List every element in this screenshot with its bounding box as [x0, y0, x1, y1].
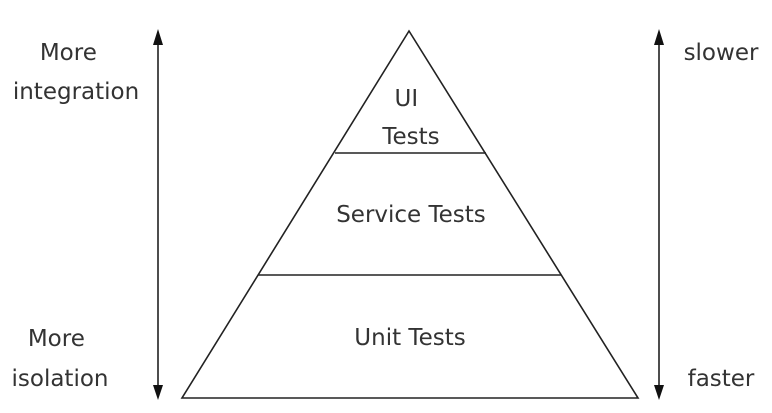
right-axis: slower faster	[654, 29, 759, 400]
left-axis-bottom-label-line-1: More	[28, 326, 85, 352]
left-axis-up-arrowhead	[153, 29, 163, 45]
right-axis-top-label: slower	[684, 40, 759, 66]
pyramid-outline	[180, 29, 640, 399]
pyramid-top-tier-line-1: UI	[395, 86, 419, 112]
pyramid-middle-tier-label: Service Tests	[336, 202, 486, 228]
pyramid-bottom-tier-label: Unit Tests	[354, 325, 465, 351]
pyramid-top-tier-line-2: Tests	[381, 124, 439, 150]
left-axis-top-label-line-2: integration	[13, 79, 139, 105]
left-axis-bottom-label-line-2: isolation	[12, 366, 109, 392]
left-axis-bottom-label: More isolation	[12, 326, 109, 392]
left-axis-top-label: More integration	[13, 40, 139, 105]
right-axis-bottom-label: faster	[688, 366, 755, 392]
right-axis-down-arrowhead	[654, 385, 664, 400]
left-axis-down-arrowhead	[153, 385, 163, 400]
left-axis-top-label-line-1: More	[40, 40, 97, 66]
pyramid: UI Tests Service Tests Unit Tests	[180, 29, 640, 399]
pyramid-top-tier-label: UI Tests	[381, 86, 439, 150]
left-axis: More integration More isolation	[12, 29, 163, 400]
right-axis-up-arrowhead	[654, 29, 664, 45]
